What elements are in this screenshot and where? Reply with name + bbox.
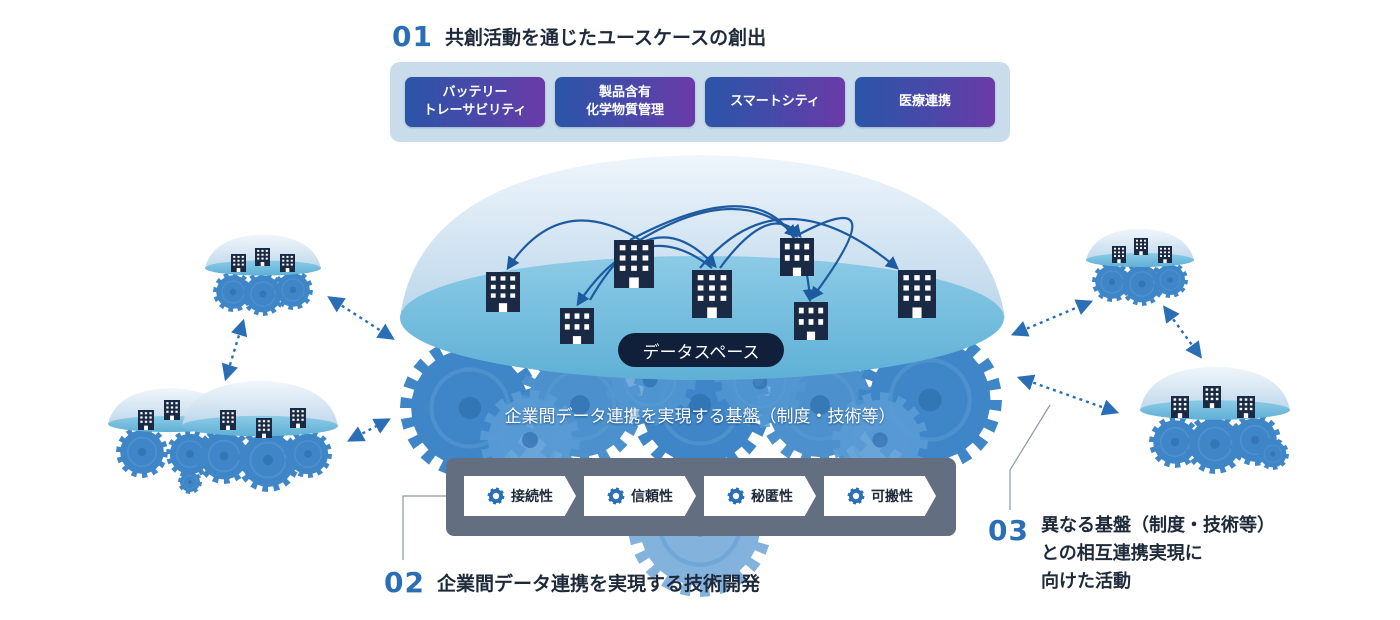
building-icon [898, 270, 936, 318]
peer-data-space [1086, 228, 1194, 306]
gear-shape [1257, 438, 1289, 470]
arc-arrow [795, 216, 854, 301]
building-icon [1237, 396, 1255, 418]
arc-arrow [699, 217, 900, 270]
peer-data-space [1140, 366, 1290, 474]
section-title-line: 向けた活動 [1040, 571, 1131, 592]
building-icon [780, 238, 814, 276]
peer-data-spaces [108, 228, 1290, 494]
section-title-line: 異なる基盤（制度・技術等） [1040, 515, 1275, 536]
gear-icon [607, 487, 625, 505]
tech-item-label: 信頼性 [631, 489, 673, 505]
interconnect-arrow [1016, 374, 1120, 416]
peer-data-space [178, 380, 338, 494]
gear-shape [273, 270, 313, 310]
tech-item-label: 秘匿性 [751, 489, 793, 505]
use-case-label: バッテリー [442, 85, 508, 100]
gear-shape [1152, 262, 1188, 298]
building-icon [231, 254, 246, 272]
interconnect-arrow [347, 418, 391, 442]
building-icon [280, 254, 295, 272]
data-space-label: データスペース [618, 333, 784, 367]
use-case-chemical: 製品含有 化学物質管理 [555, 77, 695, 127]
tech-item-label: 接続性 [511, 489, 553, 505]
building-icon [1112, 246, 1126, 263]
section-02-heading: 02 企業間データ連携を実現する技術開発 [384, 562, 760, 602]
tech-item-confidentiality: 秘匿性 [704, 476, 816, 516]
building-icon [560, 308, 594, 344]
use-case-battery: バッテリー トレーサビリティ [405, 77, 545, 127]
gear-icon [847, 487, 865, 505]
gear-shape [178, 470, 202, 494]
interconnect-arrow [1163, 305, 1202, 359]
use-case-label: スマートシティ [730, 94, 820, 109]
section-number: 02 [384, 565, 425, 599]
use-case-label: 医療連携 [898, 94, 951, 109]
section-number: 01 [392, 19, 433, 53]
section-title-line: との相互連携実現に [1040, 543, 1203, 564]
building-icon [1134, 238, 1148, 255]
gear-icon [727, 487, 745, 505]
gear-shape [1185, 414, 1245, 474]
building-icon [290, 408, 306, 428]
building-icon [1171, 396, 1189, 418]
gear-shape [116, 426, 168, 478]
leader-line-02 [402, 495, 446, 560]
foundation-label: 企業間データ連携を実現する基盤（制度・技術等） [504, 407, 896, 427]
use-case-label: トレーサビリティ [423, 103, 527, 118]
arc-arrow [589, 236, 717, 301]
building-icon [138, 410, 154, 430]
gear-icon [487, 487, 505, 505]
section-title: 異なる基盤（制度・技術等） との相互連携実現に 向けた活動 [1041, 512, 1275, 596]
building-icon [486, 272, 520, 312]
arc-arrow [506, 219, 641, 271]
section-01-heading: 01 共創活動を通じたユースケースの創出 [392, 16, 766, 56]
company-buildings [486, 238, 936, 344]
use-case-smart-city: スマートシティ [705, 77, 845, 127]
building-icon [614, 240, 654, 288]
gear-shape [241, 272, 285, 316]
interconnect-arrow [221, 318, 248, 382]
use-case-panel: バッテリー トレーサビリティ 製品含有 化学物質管理 スマートシティ 医療連携 [390, 62, 1010, 142]
building-icon [794, 302, 828, 340]
building-icon [1158, 246, 1172, 263]
use-case-label: 化学物質管理 [585, 103, 664, 118]
gear-shape [1120, 262, 1164, 306]
section-title: 企業間データ連携を実現する技術開発 [436, 572, 760, 595]
building-icon [220, 410, 236, 430]
section-title: 共創活動を通じたユースケースの創出 [444, 26, 767, 49]
building-icon [1203, 386, 1221, 408]
building-icon [255, 248, 270, 266]
tech-item-connectivity: 接続性 [464, 476, 576, 516]
use-case-medical: 医療連携 [855, 77, 995, 127]
building-icon [164, 400, 180, 420]
peer-data-space [205, 234, 321, 316]
building-icon [692, 270, 732, 318]
gear-shape [284, 430, 332, 478]
interconnect-arrows [221, 296, 1202, 442]
leader-line-03 [1009, 404, 1051, 510]
interconnect-arrow [1010, 299, 1094, 337]
arc-arrow [719, 222, 802, 269]
section-number: 03 [988, 514, 1029, 547]
tech-item-portability: 可搬性 [824, 476, 936, 516]
building-icon [256, 418, 272, 438]
interconnect-arrow [327, 296, 395, 340]
tech-item-label: 可搬性 [871, 489, 913, 505]
use-case-label: 製品含有 [598, 85, 651, 100]
tech-item-reliability: 信頼性 [584, 476, 696, 516]
technology-panel: 接続性 信頼性 秘匿性 可搬性 [446, 458, 956, 536]
section-03-heading: 03 異なる基盤（制度・技術等） との相互連携実現に 向けた活動 [988, 512, 1275, 596]
